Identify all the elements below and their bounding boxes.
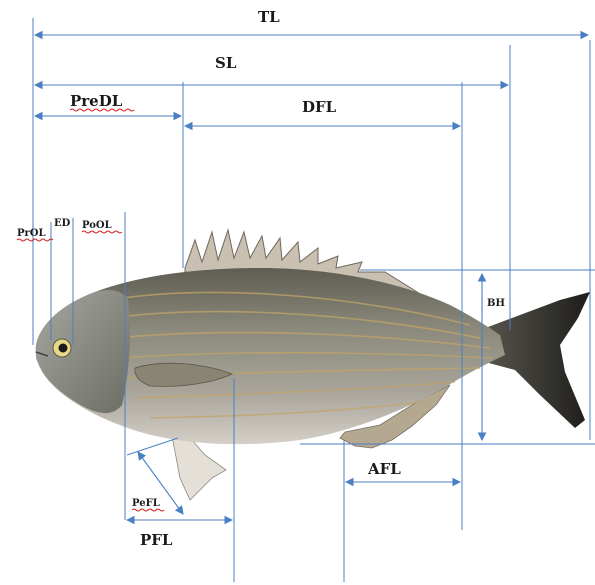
label-afl: AFL xyxy=(367,460,401,478)
fish-pupil xyxy=(59,344,68,353)
label-predl: PreDL xyxy=(70,92,123,110)
label-tl: TL xyxy=(258,8,280,26)
label-pefl: PeFL xyxy=(132,498,160,509)
label-pool: PoOL xyxy=(82,220,112,231)
pefl-base-line xyxy=(127,438,178,455)
label-bh: BH xyxy=(487,298,505,309)
label-pfl: PFL xyxy=(140,531,173,549)
pelvic-fin xyxy=(172,436,226,500)
label-preol: PrOL xyxy=(17,228,46,239)
label-sl: SL xyxy=(215,54,237,72)
label-ed: ED xyxy=(54,218,71,229)
label-dfl: DFL xyxy=(302,98,337,116)
caudal-fin xyxy=(480,292,590,428)
fish-head xyxy=(36,290,130,413)
